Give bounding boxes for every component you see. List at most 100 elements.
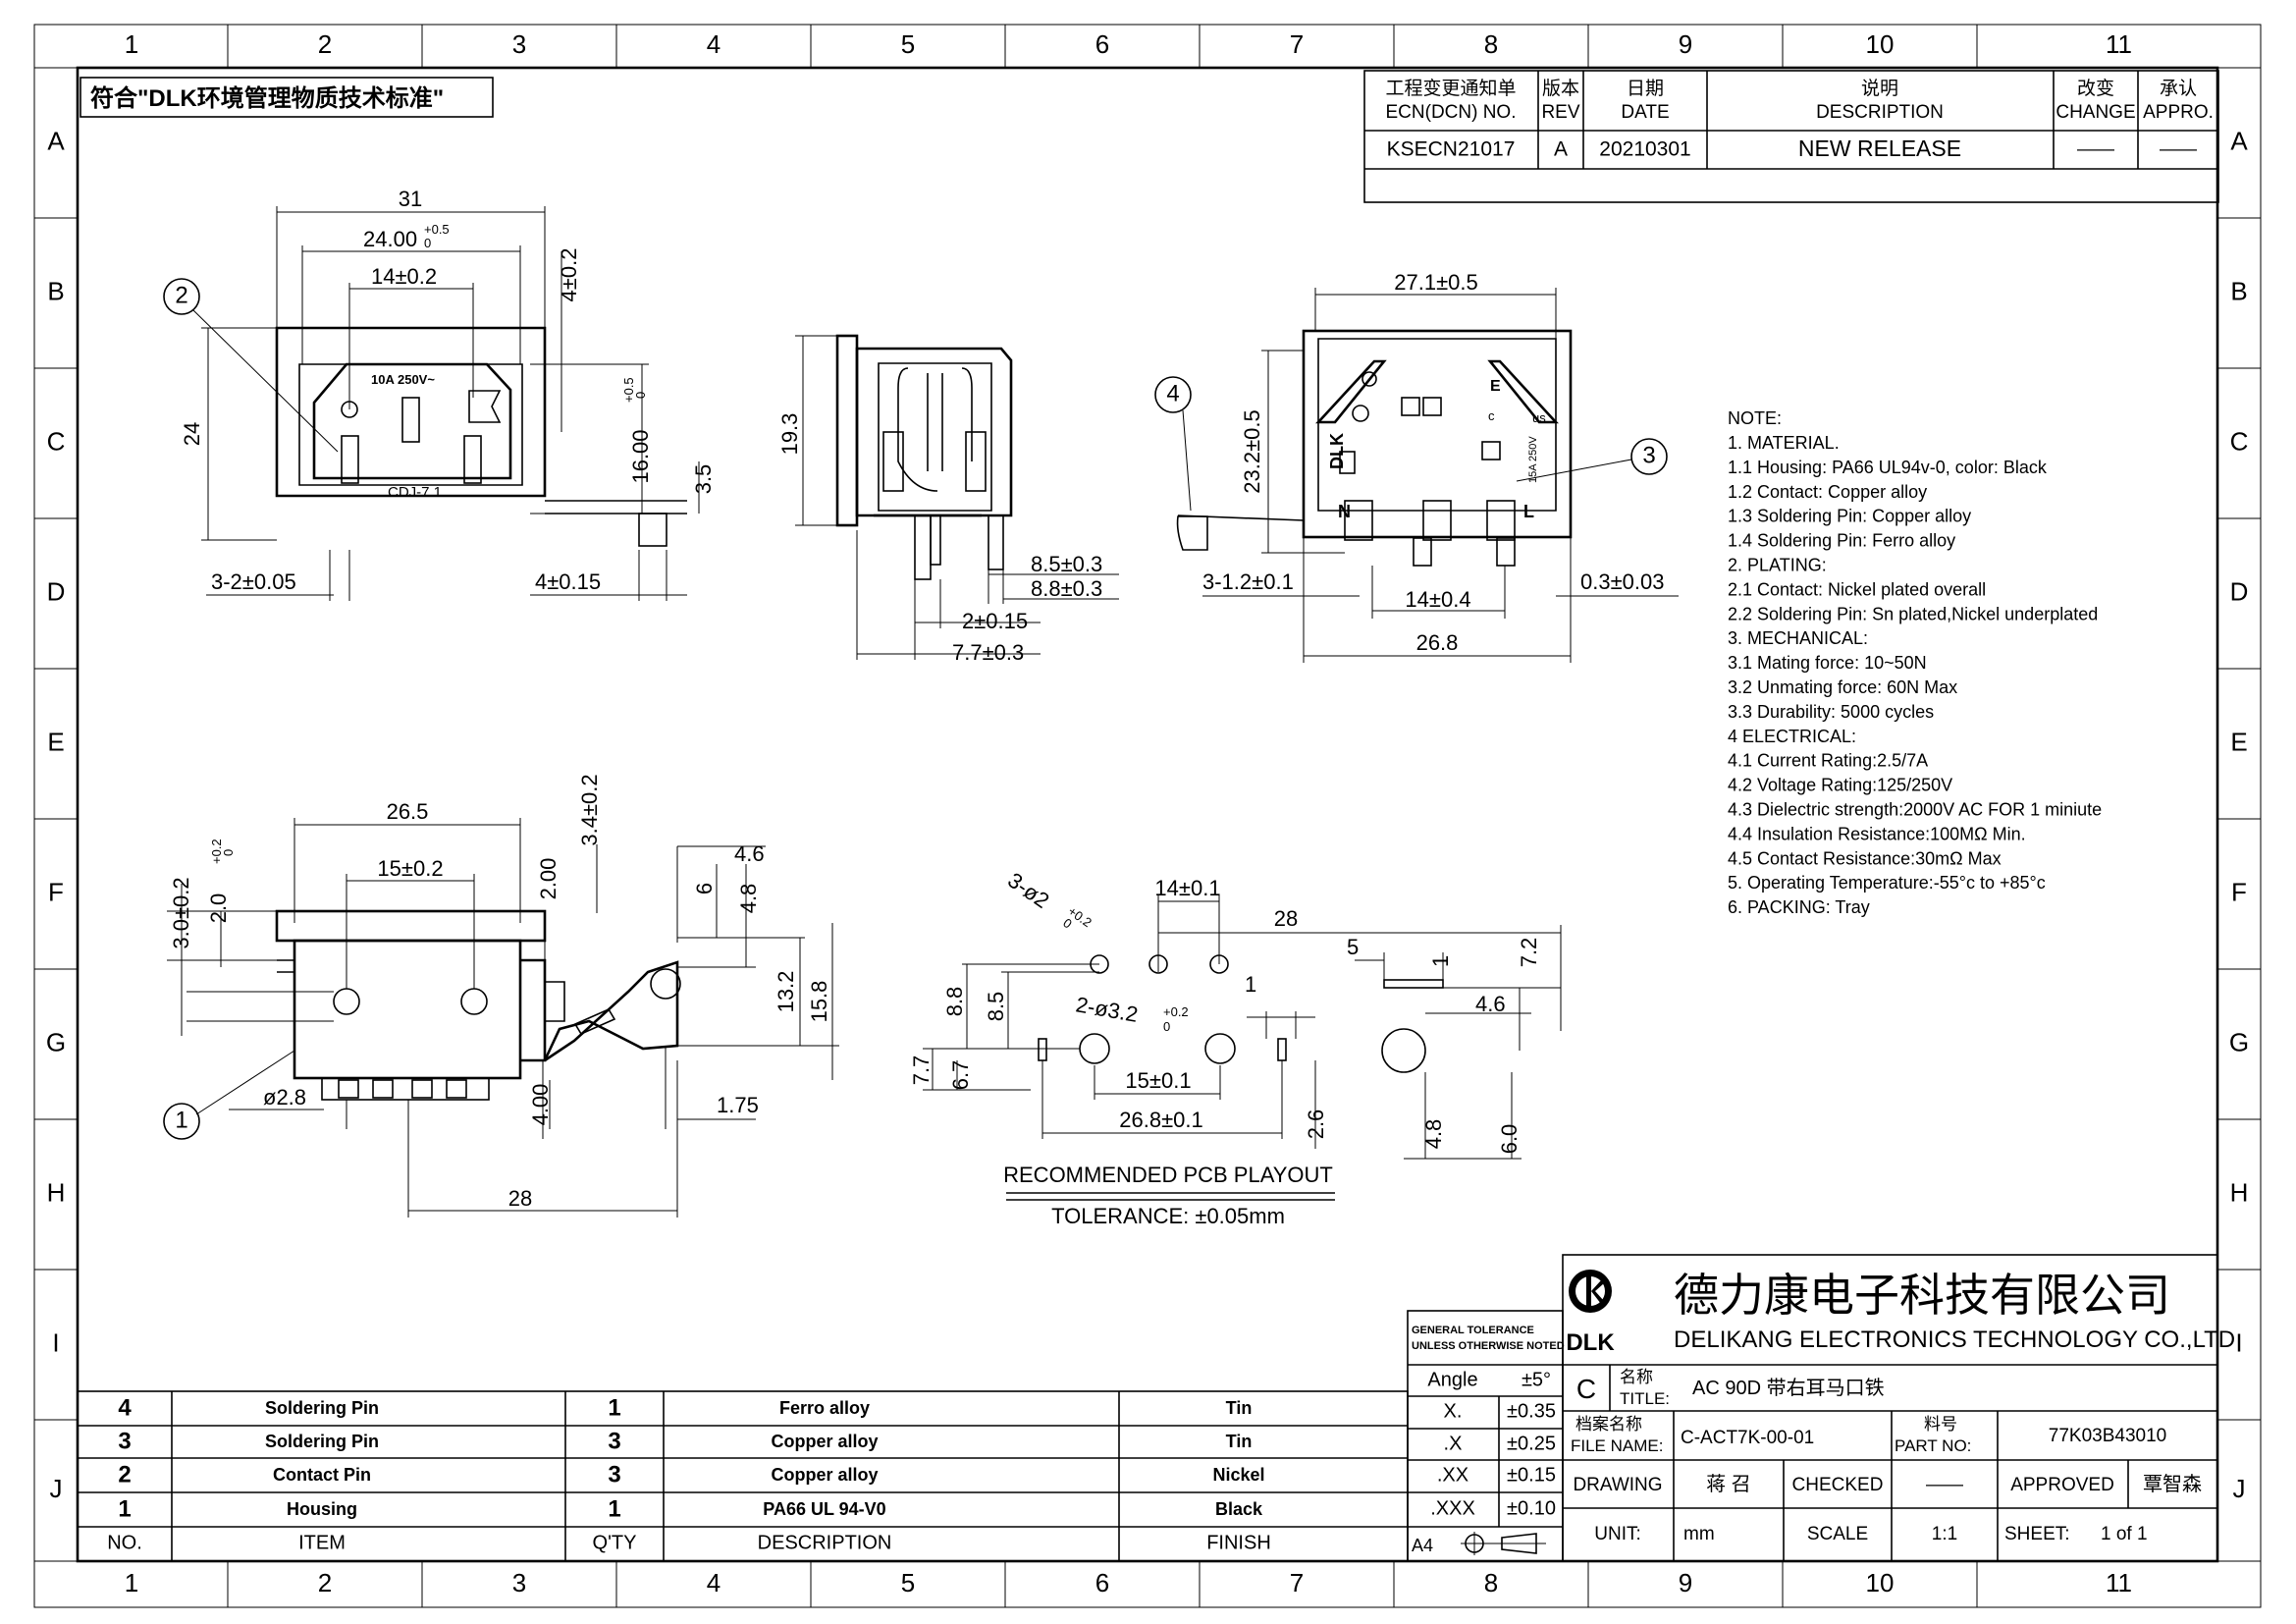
side-dim-pin-1: 8.5±0.3 — [1031, 552, 1102, 576]
tolerance-key: Angle — [1427, 1369, 1477, 1390]
bottom-dim-step: 2.0 — [206, 893, 231, 924]
grid-row-label: D — [2230, 576, 2249, 606]
front-dim-inner-width-tol-lower: 0 — [424, 236, 431, 250]
bottom-dim-overall-length: 28 — [508, 1186, 532, 1211]
bottom-dim-pin-length: 4.00 — [528, 1084, 553, 1126]
sheet-value: 1 of 1 — [2101, 1524, 2148, 1544]
front-dim-pin-spacing: 14±0.2 — [371, 264, 437, 289]
checked-value: —— — [1926, 1475, 1963, 1495]
note-line: 2.2 Soldering Pin: Sn plated,Nickel unde… — [1728, 604, 2098, 623]
rev-cell-change: —— — [2077, 139, 2114, 160]
grid-row-label: D — [47, 576, 66, 606]
general-tolerance: GENERAL TOLERANCE UNLESS OTHERWISE NOTED… — [1407, 1310, 1565, 1562]
grid-row-label: F — [48, 877, 64, 906]
part-value: 77K03B43010 — [2049, 1426, 2166, 1446]
front-marking-rating: 10A 250V~ — [371, 372, 435, 387]
sheet-label: SHEET: — [2004, 1524, 2070, 1544]
bottom-dim-flange: 3.0±0.2 — [169, 877, 193, 948]
part-label-cn: 料号 — [1924, 1415, 1957, 1434]
rear-marking-c: c — [1488, 408, 1495, 423]
bom-header-item: ITEM — [298, 1532, 346, 1553]
scale-value: 1:1 — [1932, 1524, 1957, 1544]
grid-row-label: C — [47, 426, 66, 456]
note-line: 3. MECHANICAL: — [1728, 628, 1868, 648]
file-label-cn: 档案名称 — [1575, 1415, 1642, 1434]
company-name-en: DELIKANG ELECTRONICS TECHNOLOGY CO.,LTD — [1674, 1326, 2235, 1353]
rev-header-date-cn: 日期 — [1627, 78, 1664, 99]
grid-col-label: 6 — [1095, 1568, 1109, 1597]
note-line: 4.3 Dielectric strength:2000V AC FOR 1 m… — [1728, 800, 2102, 820]
rev-cell-appro: —— — [2160, 139, 2197, 160]
rev-cell-date: 20210301 — [1599, 138, 1690, 161]
drawing-value: 蒋 召 — [1706, 1473, 1751, 1495]
bom-cell-finish: Black — [1215, 1499, 1263, 1519]
bom-cell-desc: PA66 UL 94-V0 — [763, 1499, 885, 1519]
scale-label: SCALE — [1807, 1524, 1868, 1544]
projection-symbol-icon — [1461, 1532, 1546, 1555]
note-line: 1.3 Soldering Pin: Copper alloy — [1728, 507, 1971, 526]
front-view: 10A 250V~ CDJ-7 1 2 31 24.00 +0.5 0 14±0 — [163, 187, 716, 601]
pcb-dim-bottom-3: 6.0 — [1497, 1124, 1522, 1155]
front-marking-code: CDJ-7 1 — [388, 484, 442, 501]
bom-cell-item: Housing — [287, 1499, 357, 1519]
bom-cell-qty: 1 — [608, 1495, 620, 1522]
pcb-dim-bottom-1: 2.6 — [1304, 1110, 1328, 1140]
pcb-dim-ear-width: 4.6 — [1475, 992, 1506, 1016]
bom-cell-finish: Tin — [1226, 1432, 1253, 1451]
bottom-dim-ear-height-1: 13.2 — [774, 971, 798, 1013]
grid-col-label: 7 — [1290, 1568, 1304, 1597]
revision-table: 工程变更通知单 ECN(DCN) NO. 版本 REV 日期 DATE 说明 D… — [1363, 70, 2219, 203]
notes: NOTE: 1. MATERIAL.1.1 Housing: PA66 UL94… — [1728, 408, 2102, 917]
bottom-dim-hole-diameter: ø2.8 — [263, 1085, 306, 1110]
tolerance-title: GENERAL TOLERANCE — [1412, 1325, 1534, 1336]
drawing-label: DRAWING — [1573, 1475, 1662, 1495]
grid-row-label: B — [47, 276, 64, 305]
title-label-cn: 名称 — [1620, 1368, 1653, 1386]
rev-cell-rev: A — [1554, 138, 1568, 161]
rear-marking-l: L — [1523, 502, 1534, 521]
part-label-en: PART NO: — [1895, 1436, 1971, 1455]
bom-cell-item: Soldering Pin — [265, 1432, 379, 1451]
pcb-dim-pin-pitch: 15±0.1 — [1125, 1068, 1191, 1093]
rear-dim-thickness: 0.3±0.03 — [1580, 569, 1664, 594]
grid-col-label: 5 — [901, 29, 915, 59]
tolerance-key: .XXX — [1430, 1497, 1475, 1519]
rev-header-desc-cn: 说明 — [1861, 78, 1898, 99]
pcb-tolerance: TOLERANCE: ±0.05mm — [1051, 1204, 1285, 1228]
grid-col-label: 4 — [707, 1568, 721, 1597]
drawing-size-letter: C — [1576, 1374, 1596, 1404]
approved-value: 覃智森 — [2143, 1473, 2202, 1495]
note-line: 1.4 Soldering Pin: Ferro alloy — [1728, 531, 1955, 551]
front-dim-overall-width: 31 — [399, 187, 422, 211]
bom-cell-qty: 3 — [608, 1461, 620, 1488]
grid-col-label: 6 — [1095, 29, 1109, 59]
bottom-dim-pin-pitch: 15±0.2 — [377, 856, 443, 881]
title-block: DLK 德力康电子科技有限公司 DELIKANG ELECTRONICS TEC… — [1562, 1254, 2235, 1562]
tolerance-key: .X — [1444, 1433, 1463, 1454]
bom-cell-no: 1 — [118, 1495, 131, 1522]
pcb-dim-outer-pitch: 26.8±0.1 — [1119, 1108, 1202, 1132]
note-line: 4 ELECTRICAL: — [1728, 727, 1856, 746]
rear-dim-base: 26.8 — [1416, 630, 1459, 655]
front-dim-flange: 3.5 — [691, 464, 716, 495]
tolerance-value: ±0.10 — [1507, 1497, 1556, 1519]
grid-row-label: E — [47, 727, 64, 756]
bom-cell-item: Soldering Pin — [265, 1398, 379, 1418]
tolerance-value: ±0.25 — [1507, 1433, 1556, 1454]
grid-col-label: 8 — [1484, 1568, 1498, 1597]
bottom-dim-ear-height-2: 15.8 — [807, 981, 831, 1023]
front-dim-inner-height: 16.00 — [628, 429, 653, 483]
grid-row-label: J — [2233, 1474, 2246, 1503]
grid-col-label: 2 — [318, 29, 332, 59]
bottom-dim-ear-hole: 6 — [692, 883, 717, 894]
pcb-dim-offset-2: 6.7 — [948, 1060, 973, 1091]
front-dim-inner-width: 24.00 — [363, 227, 417, 251]
note-line: 2.1 Contact: Nickel plated overall — [1728, 579, 1986, 599]
rear-balloon-3: 3 — [1642, 442, 1655, 468]
grid-col-label: 5 — [901, 1568, 915, 1597]
note-line: 2. PLATING: — [1728, 556, 1827, 575]
front-dim-inner-height-tol-upper: +0.5 — [621, 377, 636, 403]
compliance-box — [80, 77, 494, 118]
bom-cell-no: 4 — [118, 1394, 132, 1421]
